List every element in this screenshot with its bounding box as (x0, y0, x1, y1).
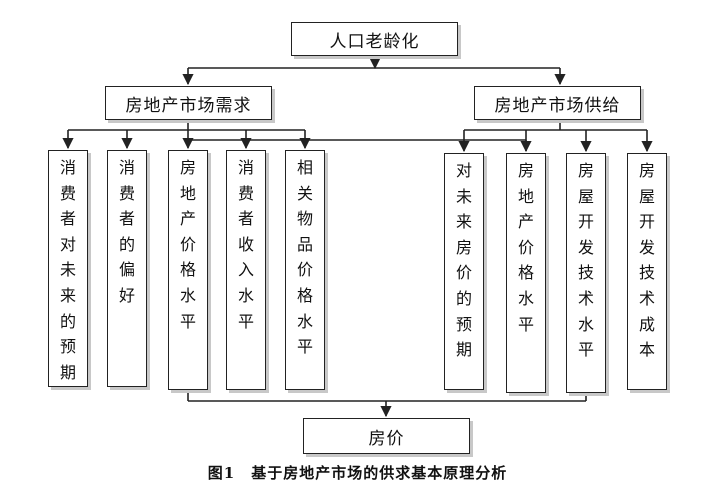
factor-char: 费 (237, 183, 254, 203)
factor-char: 平 (179, 311, 196, 331)
factor-char: 技 (577, 263, 594, 283)
factor-char: 房 (517, 161, 534, 180)
factor-char: 的 (118, 234, 135, 254)
factor-char: 水 (179, 285, 196, 305)
factor-char: 房 (455, 237, 472, 257)
factor-char: 平 (517, 314, 534, 334)
factor-char: 术 (577, 288, 594, 308)
factor-char: 水 (237, 285, 254, 305)
supply-factor-tech-cost: 房屋开发技术成本 (627, 153, 667, 390)
factor-char: 未 (455, 186, 472, 206)
factor-char: 价 (455, 263, 472, 283)
factor-char: 水 (517, 288, 534, 308)
demand-node: 房地产市场需求 (105, 86, 272, 120)
factor-char: 费 (59, 183, 76, 203)
factor-char: 好 (118, 285, 135, 305)
factor-char: 相 (296, 158, 313, 177)
factor-char: 来 (59, 285, 76, 305)
factor-char: 产 (179, 209, 196, 229)
factor-char: 入 (237, 260, 254, 280)
factor-char: 格 (517, 263, 534, 283)
factor-char: 消 (237, 158, 254, 177)
factor-char: 产 (517, 212, 534, 232)
factor-char: 价 (179, 234, 196, 254)
factor-char: 期 (59, 362, 76, 382)
factor-char: 房 (179, 158, 196, 177)
supply-factor-price-level: 房地产价格水平 (506, 153, 546, 393)
factor-char: 成 (638, 314, 655, 334)
factor-char: 价 (517, 237, 534, 257)
demand-factor-related-goods-price: 相关物品价格水平 (285, 150, 325, 390)
factor-char: 消 (59, 158, 76, 177)
factor-char: 价 (296, 260, 313, 280)
factor-char: 平 (296, 337, 313, 357)
factor-char: 者 (59, 209, 76, 229)
factor-char: 的 (59, 311, 76, 331)
factor-char: 屋 (638, 186, 655, 206)
demand-factor-price-level: 房地产价格水平 (168, 150, 208, 390)
factor-char: 关 (296, 183, 313, 203)
factor-char: 对 (59, 234, 76, 254)
factor-char: 费 (118, 183, 135, 203)
factor-char: 发 (577, 237, 594, 257)
factor-char: 未 (59, 260, 76, 280)
factor-char: 收 (237, 234, 254, 254)
factor-char: 对 (455, 161, 472, 180)
factor-char: 房 (577, 161, 594, 180)
factor-char: 术 (638, 288, 655, 308)
factor-char: 平 (237, 311, 254, 331)
factor-char: 格 (296, 285, 313, 305)
demand-factor-consumer-preference: 消费者的偏好 (107, 150, 147, 387)
factor-char: 者 (118, 209, 135, 229)
factor-char: 预 (59, 337, 76, 357)
factor-char: 预 (455, 314, 472, 334)
outcome-node-house-price: 房价 (303, 418, 470, 454)
factor-char: 品 (296, 234, 313, 254)
factor-char: 地 (179, 183, 196, 203)
factor-char: 期 (455, 340, 472, 360)
demand-factor-income-level: 消费者收入水平 (226, 150, 266, 390)
figure-caption: 图1 基于房地产市场的供求基本原理分析 (207, 464, 508, 482)
factor-char: 开 (577, 212, 594, 232)
factor-char: 者 (237, 209, 254, 229)
factor-char: 的 (455, 288, 472, 308)
demand-factor-consumer-expectation: 消费者对未来的预期 (48, 150, 88, 387)
factor-char: 屋 (577, 186, 594, 206)
factor-char: 水 (296, 311, 313, 331)
factor-char: 物 (296, 209, 313, 229)
factor-char: 技 (638, 263, 655, 283)
factor-char: 平 (577, 340, 594, 360)
root-node-aging: 人口老龄化 (291, 22, 458, 56)
factor-char: 地 (517, 186, 534, 206)
factor-char: 消 (118, 158, 135, 177)
factor-char: 偏 (118, 260, 135, 280)
supply-factor-tech-level: 房屋开发技术水平 (566, 153, 606, 393)
factor-char: 水 (577, 314, 594, 334)
factor-char: 发 (638, 237, 655, 257)
factor-char: 房 (638, 161, 655, 180)
factor-char: 格 (179, 260, 196, 280)
supply-factor-price-expectation: 对未来房价的预期 (444, 153, 484, 390)
factor-char: 开 (638, 212, 655, 232)
supply-node: 房地产市场供给 (474, 86, 641, 120)
factor-char: 本 (638, 340, 655, 360)
factor-char: 来 (455, 212, 472, 232)
